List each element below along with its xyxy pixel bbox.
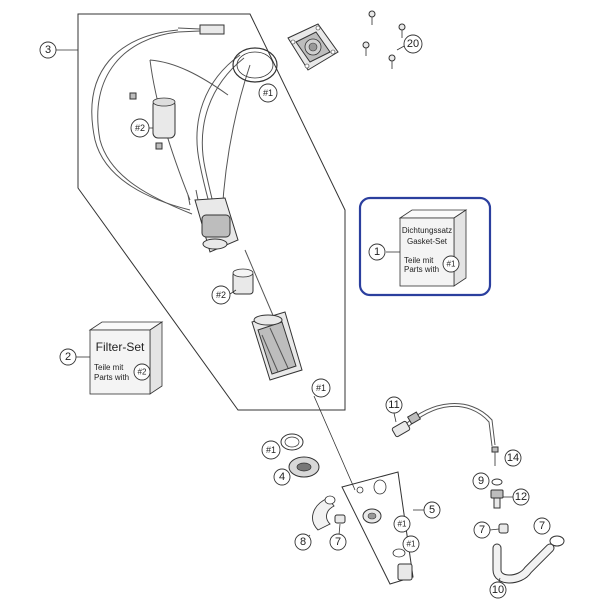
pump-filter-upper bbox=[129, 92, 176, 150]
callout-ref2-upper[interactable]: #2 bbox=[130, 118, 153, 138]
svg-text:#1: #1 bbox=[266, 445, 276, 455]
callout-7-right[interactable]: 7 bbox=[533, 517, 551, 535]
svg-text:#1: #1 bbox=[263, 88, 273, 98]
callout-11[interactable]: 11 bbox=[385, 396, 403, 423]
filter-sleeve bbox=[232, 268, 254, 295]
bolt-14 bbox=[491, 446, 499, 466]
svg-text:8: 8 bbox=[300, 536, 306, 548]
svg-text:12: 12 bbox=[515, 491, 527, 503]
gasket-set-highlight bbox=[358, 196, 492, 297]
screws-20 bbox=[362, 10, 406, 69]
hose-10 bbox=[492, 543, 555, 584]
svg-text:#2: #2 bbox=[216, 290, 226, 300]
svg-text:14: 14 bbox=[507, 452, 519, 464]
callout-ref1-frame[interactable]: #1 bbox=[311, 378, 331, 398]
callout-12[interactable]: 12 bbox=[503, 488, 530, 506]
pump-connector bbox=[177, 24, 225, 35]
assembly-frame-3 bbox=[77, 13, 346, 411]
pressure-line-11 bbox=[391, 403, 496, 447]
filter-parts-en: Parts with bbox=[94, 373, 129, 382]
callout-1[interactable]: 1 bbox=[368, 243, 400, 261]
leader-pump-to-hose bbox=[313, 395, 356, 491]
svg-text:5: 5 bbox=[429, 504, 435, 516]
filter-parts-de: Teile mit bbox=[94, 363, 124, 372]
flange-ring bbox=[232, 47, 278, 83]
svg-text:9: 9 bbox=[478, 475, 484, 487]
callout-ref1-top[interactable]: #1 bbox=[258, 83, 278, 103]
gasket-set-box[interactable]: Dichtungssatz Gasket-Set Teile mit Parts… bbox=[398, 209, 468, 287]
svg-text:#1: #1 bbox=[398, 520, 407, 529]
callout-4[interactable]: 4 bbox=[273, 468, 291, 486]
plate-5 bbox=[341, 471, 414, 585]
svg-text:4: 4 bbox=[279, 471, 285, 483]
svg-text:11: 11 bbox=[388, 399, 399, 411]
callout-7-left[interactable]: 7 bbox=[329, 523, 347, 551]
callout-5[interactable]: 5 bbox=[413, 501, 441, 519]
svg-text:2: 2 bbox=[65, 351, 71, 363]
svg-text:#2: #2 bbox=[135, 123, 145, 133]
callout-ref2-middle[interactable]: #2 bbox=[211, 285, 237, 305]
callout-7-middle[interactable]: 7 bbox=[473, 521, 500, 539]
gasket-ref: #1 bbox=[447, 260, 456, 269]
fitting-12 bbox=[490, 489, 504, 509]
filter-set-box[interactable]: Filter-Set Teile mit Parts with #2 bbox=[88, 321, 164, 395]
svg-text:20: 20 bbox=[407, 38, 419, 50]
gasket-title-de: Dichtungssatz bbox=[402, 226, 452, 235]
gasket-parts-en: Parts with bbox=[404, 265, 439, 274]
pump-shaft bbox=[244, 249, 276, 321]
callout-2[interactable]: 2 bbox=[59, 348, 90, 366]
callout-14[interactable]: 14 bbox=[504, 449, 522, 467]
clamp-7-right bbox=[549, 535, 565, 547]
callout-20[interactable]: 20 bbox=[396, 34, 423, 54]
svg-text:7: 7 bbox=[539, 520, 545, 532]
filter-set-title: Filter-Set bbox=[96, 340, 145, 354]
hose-8 bbox=[312, 495, 336, 531]
svg-text:7: 7 bbox=[479, 524, 485, 536]
pump-body-upper bbox=[187, 189, 239, 253]
clamp-7-middle bbox=[498, 523, 509, 534]
callout-9[interactable]: 9 bbox=[472, 472, 490, 490]
svg-text:3: 3 bbox=[45, 44, 51, 56]
callout-ref1-plate-a[interactable]: #1 bbox=[393, 515, 411, 533]
o-ring-small bbox=[280, 433, 304, 451]
pump-flange-plate bbox=[287, 23, 339, 71]
filter-ref: #2 bbox=[138, 368, 147, 377]
callout-3[interactable]: 3 bbox=[39, 41, 78, 59]
callout-ref1-oring[interactable]: #1 bbox=[261, 440, 281, 460]
gasket-parts-de: Teile mit bbox=[404, 256, 434, 265]
clamp-7-left bbox=[334, 514, 346, 524]
callout-10[interactable]: 10 bbox=[489, 577, 507, 599]
svg-text:#1: #1 bbox=[316, 383, 326, 393]
svg-text:7: 7 bbox=[335, 536, 341, 548]
callout-8[interactable]: 8 bbox=[294, 533, 312, 551]
seal-4 bbox=[288, 456, 320, 478]
svg-text:10: 10 bbox=[492, 584, 504, 596]
gasket-title-en: Gasket-Set bbox=[407, 237, 448, 246]
callout-ref1-plate-b[interactable]: #1 bbox=[402, 535, 420, 553]
svg-text:#1: #1 bbox=[407, 540, 416, 549]
o-ring-9 bbox=[491, 478, 503, 486]
svg-text:1: 1 bbox=[374, 246, 380, 258]
pump-motor-lower bbox=[251, 311, 303, 381]
